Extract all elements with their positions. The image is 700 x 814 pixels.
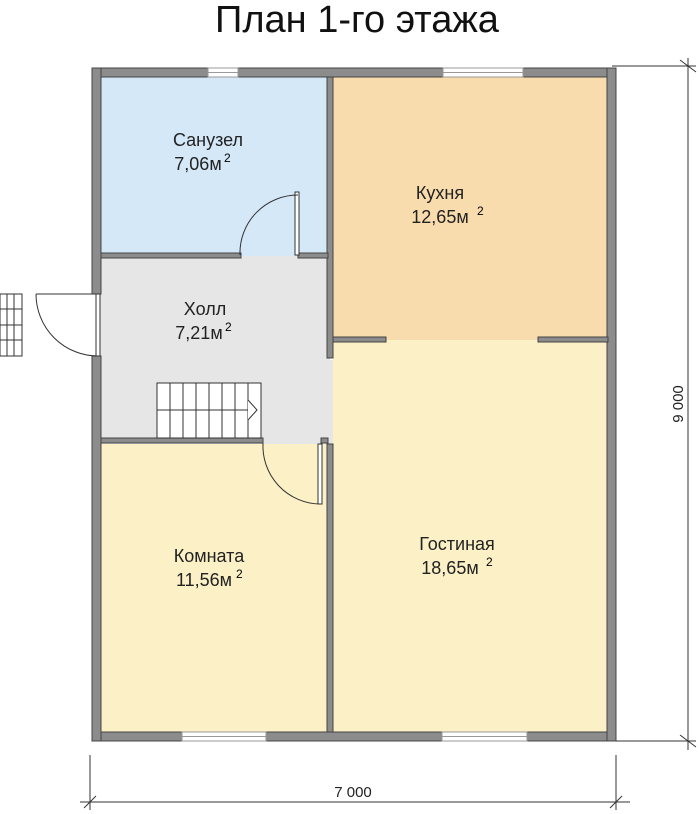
room-label-komnata: Комната 11,56м 2 [174, 546, 245, 590]
room-label-kuhnya: Кухня 12,65м 2 [411, 183, 484, 227]
room-area: 12,65м [411, 207, 468, 227]
room-label-holl: Холл 7,21м 2 [175, 299, 232, 343]
room-label-sanuzel: Санузел 7,06м 2 [173, 130, 243, 174]
room-area: 7,06м [174, 154, 221, 174]
interior-walls [100, 76, 609, 733]
area-unit-sup: 2 [477, 204, 484, 218]
entrance-steps [0, 293, 23, 357]
room-name: Гостиная [419, 534, 495, 554]
dimension-height-label: 9 000 [670, 385, 687, 423]
room-gostinaya-fill [333, 340, 608, 732]
area-unit-sup: 2 [236, 567, 243, 581]
area-unit-sup: 2 [224, 151, 231, 165]
dimension-width [80, 755, 630, 810]
room-name: Санузел [173, 130, 243, 150]
staircase [156, 382, 262, 439]
room-kuhnya-fill [333, 76, 608, 340]
area-unit-sup: 2 [486, 555, 493, 569]
area-unit-sup: 2 [225, 320, 232, 334]
room-komnata-fill [100, 444, 330, 732]
room-name: Комната [174, 546, 245, 566]
dimension-height [612, 58, 697, 750]
room-area: 11,56м [176, 570, 232, 590]
page-title: План 1-го этажа [215, 0, 500, 41]
room-name: Холл [184, 299, 226, 319]
room-sanuzel-fill [100, 76, 330, 256]
doors [35, 191, 323, 505]
outer-walls [91, 67, 617, 742]
room-area: 18,65м [421, 558, 478, 578]
windows [181, 67, 528, 742]
room-area: 7,21м [175, 323, 222, 343]
room-name: Кухня [416, 183, 464, 203]
room-label-gostinaya: Гостиная 18,65м 2 [419, 534, 495, 578]
dimension-width-label: 7 000 [334, 784, 372, 801]
